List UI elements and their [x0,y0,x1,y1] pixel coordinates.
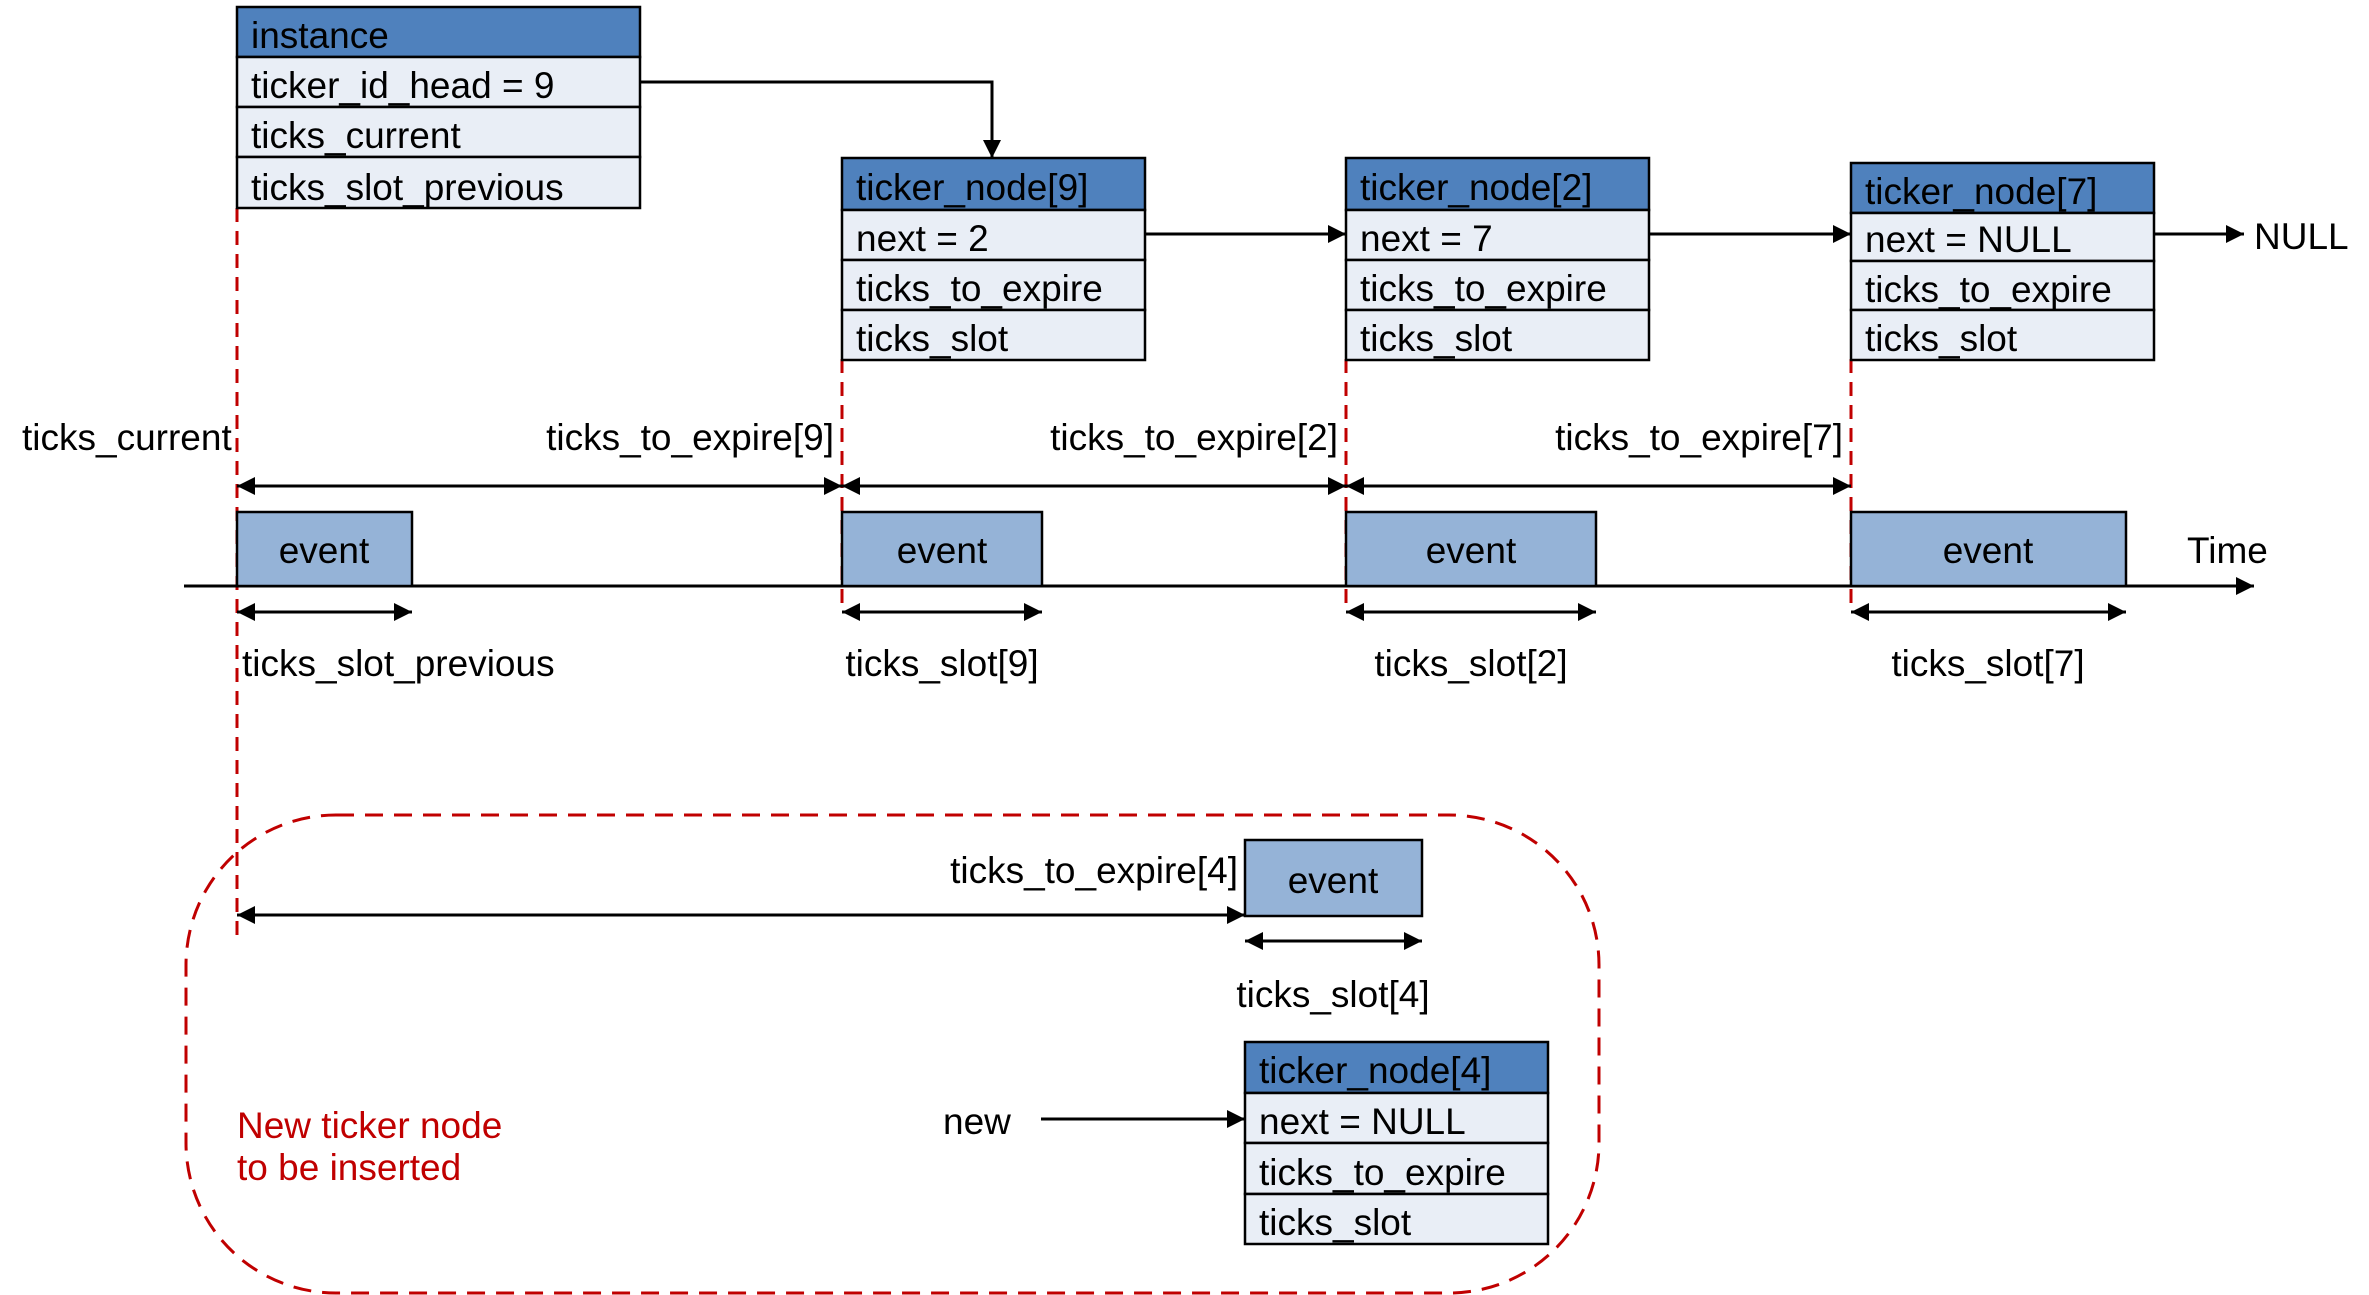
new-expire-label: ticks_to_expire[4] [950,850,1238,891]
expire-label-2: ticks_to_expire[2] [1050,417,1338,458]
node-field-label: ticks_to_expire [856,268,1103,309]
instance-box: instance ticker_id_head = 9 ticks_curren… [235,5,642,210]
instance-field-label: ticks_slot_previous [251,167,564,208]
event-2 [1344,510,1598,588]
time-axis-label: Time [2187,530,2268,571]
event-4 [1243,838,1424,918]
node-title: ticker_node[4] [1259,1050,1491,1091]
node-field [840,308,1147,362]
node-title: ticker_node[2] [1360,167,1592,208]
ticker-node-7: ticker_node[7] next = NULL ticks_to_expi… [1849,161,2156,362]
event-label: event [279,530,370,571]
node-title: ticker_node[9] [856,167,1088,208]
node-header [1243,1040,1550,1095]
node-field-label: next = NULL [1259,1101,1466,1142]
ticker-node-2: ticker_node[2] next = 7 ticks_to_expire … [1344,156,1651,362]
new-node-caption-line2: to be inserted [237,1147,461,1188]
slot-label-4: ticks_slot[4] [1236,974,1429,1015]
node-header [1849,161,2156,215]
events: event event event event [235,510,2128,588]
node-field [840,258,1147,312]
ticker-node-9: ticker_node[9] next = 2 ticks_to_expire … [840,156,1147,362]
ticks-current-label: ticks_current [22,417,232,458]
node-field [1344,258,1651,312]
node-field-label: ticks_to_expire [1259,1152,1506,1193]
slot-label-9: ticks_slot[9] [845,643,1038,684]
node-field-label: ticks_to_expire [1865,269,2112,310]
head-pointer-arrow [640,80,1001,158]
expire-label-9: ticks_to_expire[9] [546,417,834,458]
instance-field [235,155,642,210]
instance-title: instance [251,15,389,56]
node-field [1243,1192,1550,1246]
expire-label-7: ticks_to_expire[7] [1555,417,1843,458]
null-label: NULL [2254,216,2349,257]
instance-field-label: ticks_current [251,115,461,156]
instance-header [235,5,642,59]
node-field [840,208,1147,262]
node-field [1243,1091,1550,1145]
event-label: event [897,530,988,571]
ticker-node-4: ticker_node[4] next = NULL ticks_to_expi… [1243,1040,1550,1246]
node-field [1849,308,2156,362]
node-header [1344,156,1651,212]
instance-field-label: ticker_id_head = 9 [251,65,554,106]
node-title: ticker_node[7] [1865,171,2097,212]
slot-label-7: ticks_slot[7] [1891,643,2084,684]
event-label: event [1288,860,1379,901]
new-node-caption-line1: New ticker node [237,1105,502,1146]
node-field-label: ticks_slot [856,318,1009,359]
node-field-label: ticks_to_expire [1360,268,1607,309]
new-node-region [184,813,1601,1295]
node-field-label: ticks_slot [1360,318,1513,359]
event-label: event [1943,530,2034,571]
node-field-label: next = NULL [1865,219,2072,260]
new-label: new [943,1101,1011,1142]
slot-label-previous: ticks_slot_previous [242,643,555,684]
node-field-label: ticks_slot [1259,1202,1412,1243]
node-field [1243,1141,1550,1196]
node-field [1344,308,1651,362]
slot-label-2: ticks_slot[2] [1374,643,1567,684]
node-field-label: next = 2 [856,218,989,259]
node-field-label: next = 7 [1360,218,1493,259]
event-9 [840,510,1044,588]
instance-field [235,105,642,159]
node-field [1849,259,2156,312]
event-label: event [1426,530,1517,571]
event-previous [235,510,414,588]
event-7 [1849,510,2128,588]
node-field-label: ticks_slot [1865,318,2018,359]
